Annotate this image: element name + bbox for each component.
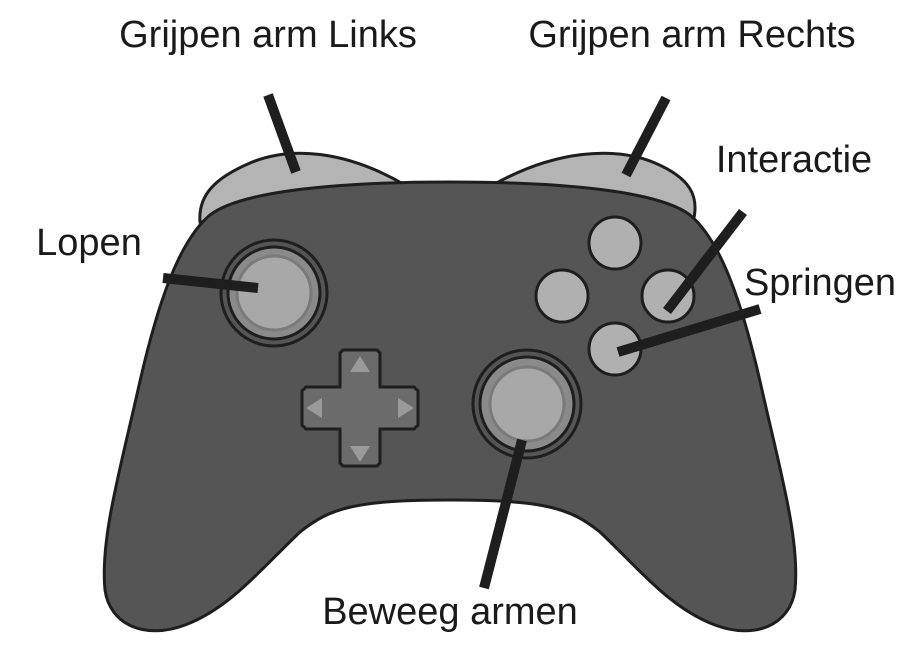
pointer-move-arms [479, 438, 527, 590]
label-walk: Lopen [36, 222, 142, 264]
pointer-walk [162, 273, 259, 293]
pointer-right-trigger [621, 95, 671, 178]
right-stick [471, 348, 583, 460]
label-right-trigger: Grijpen arm Rechts [528, 14, 855, 56]
face-button-left [534, 268, 590, 324]
dpad-down-arrow [350, 446, 370, 462]
face-button-top [587, 215, 643, 271]
label-left-trigger: Grijpen arm Links [119, 14, 417, 56]
pointer-interact [663, 208, 747, 315]
dpad-up-arrow [350, 356, 370, 372]
pointer-left-trigger [263, 93, 301, 174]
dpad-left-arrow [306, 398, 322, 418]
label-interact: Interactie [716, 139, 872, 181]
d-pad [300, 348, 420, 468]
label-jump: Springen [744, 262, 896, 304]
label-move-arms: Beweeg armen [322, 591, 578, 633]
left-stick [219, 238, 329, 348]
pointer-jump [616, 304, 762, 357]
face-button-right [640, 268, 696, 324]
dpad-right-arrow [398, 398, 414, 418]
controller-body [102, 180, 798, 633]
